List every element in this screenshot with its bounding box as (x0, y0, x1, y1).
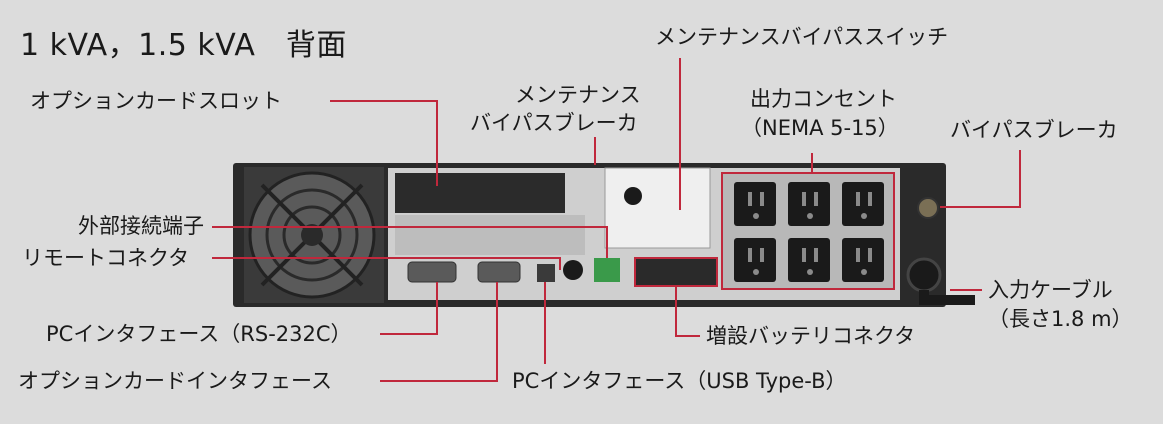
input-cable (906, 257, 942, 293)
option-interface-port (477, 261, 521, 283)
remote-connector (563, 260, 583, 280)
battery-connector (634, 257, 718, 287)
label-maintenance-breaker-1: メンテナンス (515, 83, 641, 107)
label-pc-usb: PCインタフェース（USB Type-B） (512, 369, 847, 393)
option-card-slot (395, 173, 565, 213)
label-external-terminal: 外部接続端子 (78, 214, 204, 238)
label-input-cable-1: 入力ケーブル (988, 278, 1113, 302)
usb-port (537, 264, 555, 282)
maintenance-breaker-knob (624, 187, 642, 205)
label-remote-connector: リモートコネクタ (22, 246, 190, 270)
label-outlets-2: （NEMA 5-15） (741, 116, 899, 140)
outlets (734, 182, 884, 282)
label-option-card-slot: オプションカードスロット (30, 89, 282, 113)
label-maintenance-breaker-2: バイパスブレーカ (470, 111, 638, 135)
label-bypass-breaker: バイパスブレーカ (950, 118, 1118, 142)
leader-lines (212, 58, 1021, 382)
label-maintenance-switch: メンテナンスバイパススイッチ (655, 25, 949, 49)
maintenance-switch-box (604, 167, 711, 249)
label-outlets-1: 出力コンセント (750, 87, 897, 111)
bypass-breaker-knob (917, 197, 939, 219)
label-pc-rs232: PCインタフェース（RS-232C） (46, 322, 352, 346)
label-option-interface: オプションカードインタフェース (18, 369, 332, 393)
label-battery-connector: 増設バッテリコネクタ (706, 324, 916, 348)
label-input-cable-2: （長さ1.8 m） (988, 307, 1133, 331)
page-title: 1 kVA，1.5 kVA 背面 (20, 28, 347, 63)
rs232-port (407, 261, 457, 283)
external-terminal (594, 258, 620, 282)
